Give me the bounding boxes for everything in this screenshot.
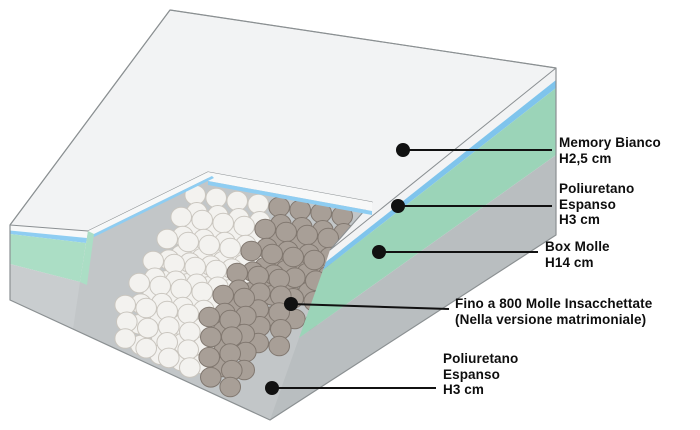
label-line: (Nella versione matrimoniale) <box>455 311 647 327</box>
callout-dot-poliuretano-top <box>391 199 405 213</box>
label-line: Poliuretano <box>443 351 519 366</box>
right-face-bottom-foam-gray <box>270 155 556 420</box>
notch-left-green-wall <box>80 231 94 285</box>
pocket-springs <box>114 184 355 398</box>
label-molle-insacchettate: Fino a 800 Molle Insacchettate (Nella ve… <box>455 296 652 327</box>
right-face-foam-blue-strip <box>323 80 556 270</box>
callout-dot-poliuretano-bottom <box>265 381 279 395</box>
callout-dot-molle <box>284 297 298 311</box>
label-line: Box Molle <box>545 239 610 254</box>
label-memory-bianco: Memory Bianco H2,5 cm <box>559 135 661 166</box>
label-line: H2,5 cm <box>559 150 612 166</box>
front-face-memory-edge <box>10 225 88 238</box>
label-poliuretano-espanso-top: Poliuretano Espanso H3 cm <box>559 181 634 228</box>
label-poliuretano-espanso-bottom: Poliuretano Espanso H3 cm <box>443 351 518 398</box>
label-box-molle: Box Molle H14 cm <box>545 239 610 270</box>
notch-back-edge-memory <box>208 172 372 211</box>
callout-dot-memory <box>396 143 410 157</box>
callout-dot-box-molle <box>372 245 386 259</box>
label-line: H3 cm <box>559 212 601 227</box>
front-face-foam-blue-strip <box>10 230 87 243</box>
front-face-box-molle-green <box>10 234 86 282</box>
label-line: Espanso <box>443 366 500 382</box>
label-line: H3 cm <box>443 382 485 397</box>
notch-back-edge-blue <box>208 181 372 215</box>
label-line: Espanso <box>559 196 616 212</box>
label-line: Memory Bianco <box>559 135 661 150</box>
callout-line-molle <box>290 303 450 310</box>
label-line: Poliuretano <box>559 181 635 196</box>
right-face-memory-edge <box>326 68 556 262</box>
label-line: Fino a 800 Molle Insacchettate <box>455 296 653 311</box>
notch-left-edge-blue <box>92 176 214 237</box>
mattress-outline <box>9 9 557 421</box>
notch-left-edge-memory <box>88 172 212 235</box>
label-line: H14 cm <box>545 254 594 270</box>
